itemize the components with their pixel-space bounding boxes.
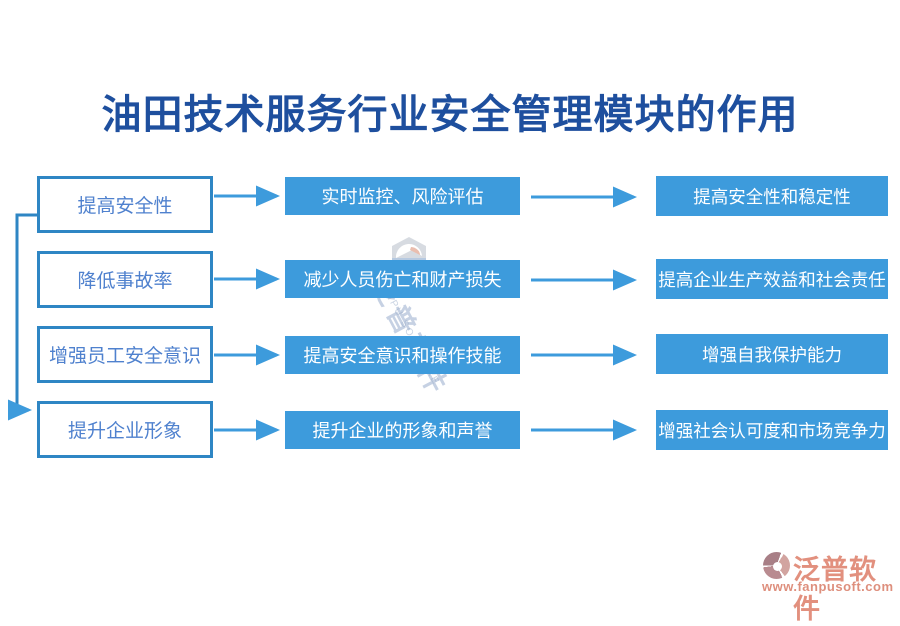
mechanism-to-outcome-arrows — [531, 186, 637, 441]
page-title: 油田技术服务行业安全管理模块的作用 — [101, 92, 799, 137]
feedback-bracket-connector — [8, 213, 37, 421]
mechanism-box-row2: 减少人员伤亡和财产损失 — [285, 260, 520, 298]
cause-to-mechanism-arrows — [214, 185, 280, 441]
cause-box-row2: 降低事故率 — [37, 251, 213, 308]
mechanism-label-row3: 提高安全意识和操作技能 — [303, 346, 502, 366]
outcome-label-row2: 提高企业生产效益和社会责任 — [658, 269, 886, 290]
cause-label-row3: 增强员工安全意识 — [48, 346, 201, 367]
fanpu-brand-footer: 泛普软件 www.fanpusoft.com — [760, 548, 895, 624]
mechanism-label-row2: 减少人员伤亡和财产损失 — [303, 270, 502, 290]
cause-label-row2: 降低事故率 — [77, 271, 173, 292]
cause-label-row1: 提高安全性 — [77, 196, 173, 217]
outcome-label-row1: 提高安全性和稳定性 — [693, 186, 851, 207]
outcome-box-row4: 增强社会认可度和市场竞争力 — [656, 410, 888, 450]
cause-box-row1: 提高安全性 — [37, 176, 213, 233]
mechanism-label-row1: 实时监控、风险评估 — [321, 187, 484, 207]
outcome-label-row3: 增强自我保护能力 — [702, 344, 842, 365]
diagram-canvas: 油田技术服务行业安全管理模块的作用 泛普软件 FANPU SOFTWARE — [8, 92, 895, 624]
fanpu-pie-icon — [763, 552, 790, 579]
mechanism-box-row1: 实时监控、风险评估 — [285, 177, 520, 215]
cause-box-row3: 增强员工安全意识 — [37, 326, 213, 383]
mechanism-box-row4: 提升企业的形象和声誉 — [285, 411, 520, 449]
cause-box-row4: 提升企业形象 — [37, 401, 213, 458]
outcome-box-row2: 提高企业生产效益和社会责任 — [656, 259, 888, 299]
brand-url: www.fanpusoft.com — [762, 579, 894, 594]
mechanism-label-row4: 提升企业的形象和声誉 — [312, 421, 493, 441]
cause-label-row4: 提升企业形象 — [67, 421, 182, 442]
outcome-box-row3: 增强自我保护能力 — [656, 334, 888, 374]
outcome-box-row1: 提高安全性和稳定性 — [656, 176, 888, 216]
outcome-label-row4: 增强社会认可度和市场竞争力 — [658, 420, 886, 441]
mechanism-box-row3: 提高安全意识和操作技能 — [285, 336, 520, 374]
